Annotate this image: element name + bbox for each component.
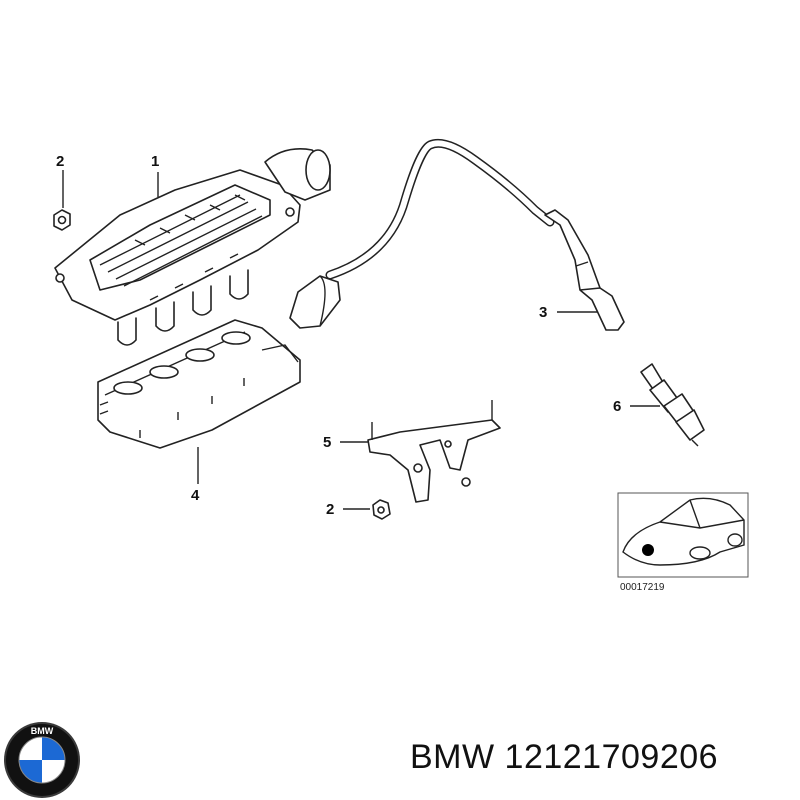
- ignition-lead[interactable]: [289, 138, 625, 331]
- callout-5: 5: [323, 434, 331, 451]
- coil-cover[interactable]: [97, 319, 301, 449]
- diagram-reference-number: 00017219: [620, 582, 665, 593]
- brand-name: BMW: [410, 738, 495, 776]
- callout-4: 4: [191, 487, 200, 504]
- spark-plug[interactable]: [640, 363, 705, 447]
- part-number: 12121709206: [504, 738, 719, 776]
- bmw-logo: BMW: [4, 722, 80, 798]
- mounting-bracket[interactable]: [367, 400, 501, 503]
- callout-2-bottom: 2: [326, 501, 334, 518]
- callout-3: 3: [539, 304, 547, 321]
- callout-6: 6: [613, 398, 621, 415]
- nut-bottom[interactable]: [372, 499, 391, 520]
- callout-2-top: 2: [56, 153, 64, 170]
- ignition-coil-pack[interactable]: [54, 148, 331, 346]
- part-caption: BMW 12121709206: [410, 738, 718, 777]
- callout-1: 1: [151, 153, 159, 170]
- nut-top[interactable]: [53, 209, 71, 231]
- location-marker: [642, 544, 654, 556]
- bmw-logo-lettering: BMW: [31, 726, 54, 736]
- vehicle-location-inset: [617, 492, 749, 578]
